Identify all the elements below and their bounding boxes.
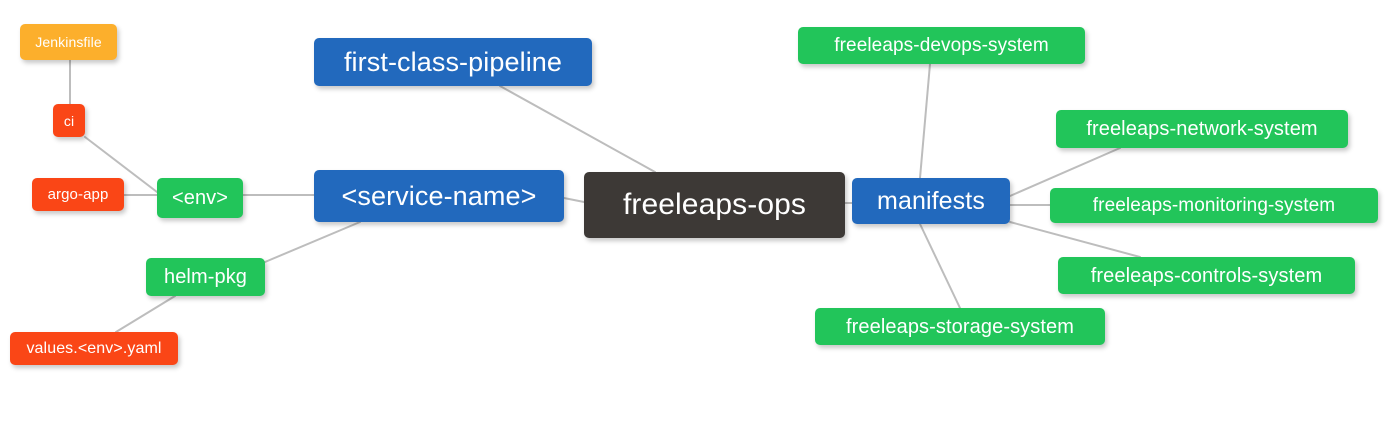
mindmap-node-freeleaps-ops[interactable]: freeleaps-ops — [584, 172, 845, 238]
mindmap-node-values-yaml[interactable]: values.<env>.yaml — [10, 332, 178, 365]
mindmap-node-freeleaps-storage-system[interactable]: freeleaps-storage-system — [815, 308, 1105, 345]
edge-service-name-to-freeleaps-ops — [563, 197, 585, 203]
mindmap-node-ci[interactable]: ci — [53, 104, 85, 137]
edge-manifests-to-freeleaps-controls-system — [1009, 221, 1141, 258]
edge-manifests-to-freeleaps-storage-system — [919, 223, 961, 309]
mindmap-node-env[interactable]: <env> — [157, 178, 243, 218]
edge-service-name-to-helm-pkg — [264, 221, 361, 263]
edge-helm-pkg-to-values-yaml — [115, 295, 176, 333]
edge-first-class-pipeline-to-freeleaps-ops — [499, 85, 656, 173]
mindmap-node-freeleaps-network-system[interactable]: freeleaps-network-system — [1056, 110, 1348, 148]
mindmap-node-first-class-pipeline[interactable]: first-class-pipeline — [314, 38, 592, 86]
mindmap-node-service-name[interactable]: <service-name> — [314, 170, 564, 222]
mindmap-node-manifests[interactable]: manifests — [852, 178, 1010, 224]
mindmap-node-freeleaps-devops-system[interactable]: freeleaps-devops-system — [798, 27, 1085, 64]
mindmap-node-jenkinsfile[interactable]: Jenkinsfile — [20, 24, 117, 60]
mindmap-node-helm-pkg[interactable]: helm-pkg — [146, 258, 265, 296]
mindmap-node-freeleaps-monitoring-system[interactable]: freeleaps-monitoring-system — [1050, 188, 1378, 223]
edge-manifests-to-freeleaps-devops-system — [919, 63, 931, 179]
mindmap-node-freeleaps-controls-system[interactable]: freeleaps-controls-system — [1058, 257, 1355, 294]
mindmap-node-argo-app[interactable]: argo-app — [32, 178, 124, 211]
